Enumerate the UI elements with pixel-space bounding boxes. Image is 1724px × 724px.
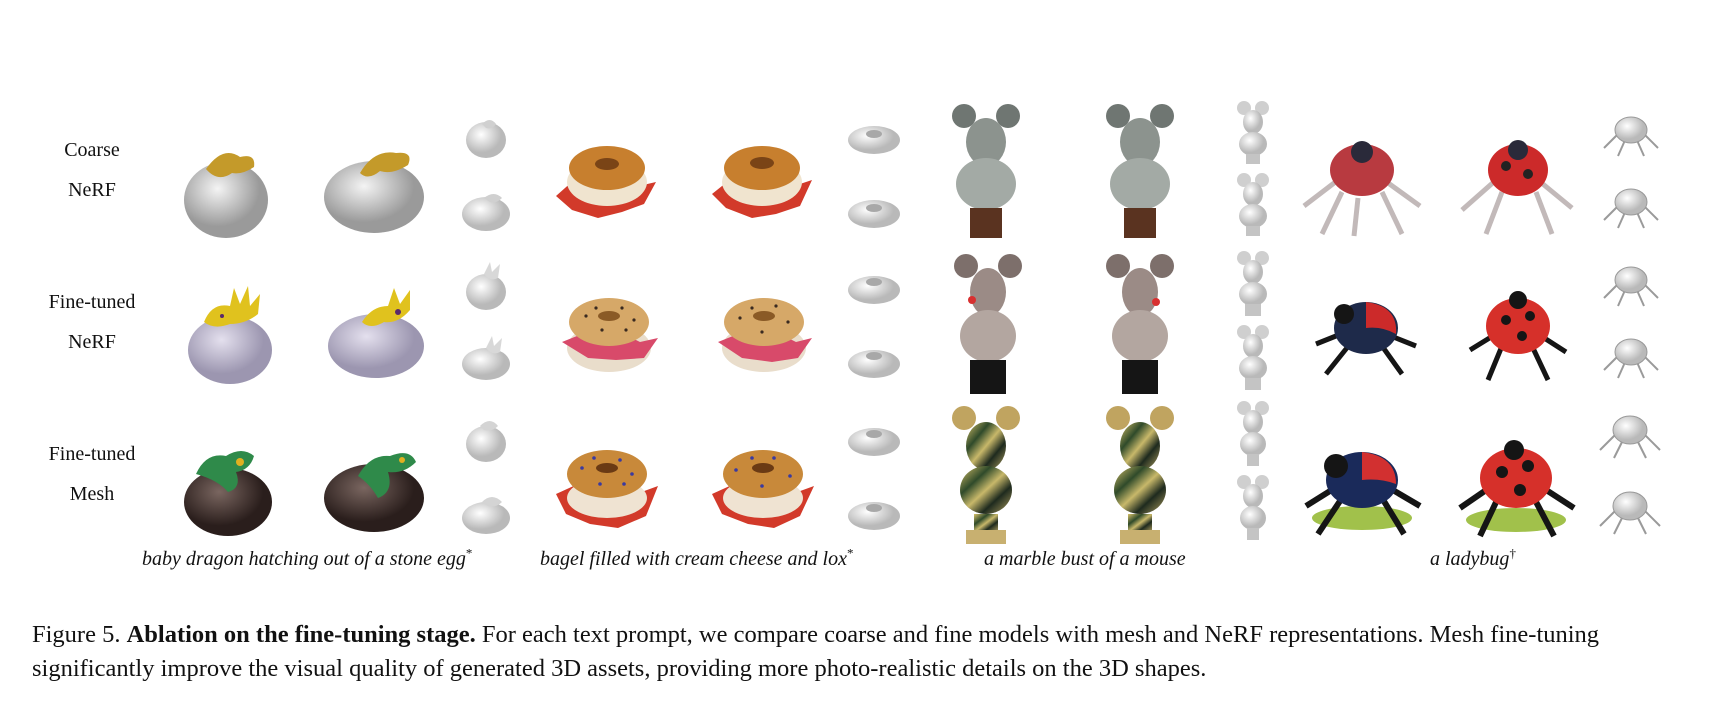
caption-title: Ablation on the fine-tuning stage. (126, 621, 476, 648)
caption-label: Figure 5. (32, 621, 121, 648)
dragon-mesh-geometry-1 (462, 412, 510, 464)
bagel-nerf-geometry-2 (846, 338, 902, 380)
bagel-nerf-view-2 (712, 282, 816, 380)
bagel-coarse-view-2 (708, 132, 816, 222)
mouse-bust-mesh-view-1 (948, 404, 1024, 548)
dragon-mesh-view-1 (180, 434, 280, 538)
dragon-mesh-geometry-2 (460, 488, 514, 536)
dragon-coarse-view-2 (322, 135, 430, 235)
bagel-mesh-geometry-2 (846, 490, 902, 532)
mouse-bust-mesh-view-2 (1102, 404, 1178, 548)
ladybug-coarse-geometry-1 (1600, 108, 1662, 158)
mouse-bust-coarse-geometry-1 (1236, 100, 1270, 166)
bagel-mesh-view-2 (708, 434, 818, 534)
mouse-bust-nerf-view-2 (1102, 252, 1178, 396)
ladybug-mesh-geometry-1 (1598, 408, 1662, 460)
ladybug-nerf-geometry-2 (1600, 330, 1662, 380)
ladybug-nerf-geometry-1 (1600, 258, 1662, 308)
bagel-mesh-view-1 (552, 434, 662, 534)
dragon-coarse-geometry-1 (462, 112, 510, 160)
ladybug-coarse-view-1 (1298, 130, 1426, 240)
dragon-coarse-geometry-2 (460, 188, 514, 232)
bagel-coarse-geometry-2 (846, 190, 902, 230)
caption-body: For each text prompt, we compare coarse … (32, 621, 1600, 682)
ladybug-mesh-geometry-2 (1598, 484, 1662, 536)
dragon-coarse-view-1 (178, 135, 278, 240)
dragon-mesh-view-2 (322, 434, 430, 534)
prompt-dragon: baby dragon hatching out of a stone egg* (142, 545, 473, 570)
mouse-bust-mesh-geometry-2 (1236, 474, 1270, 542)
ladybug-nerf-view-1 (1310, 284, 1422, 380)
ladybug-coarse-geometry-2 (1600, 180, 1662, 230)
dragon-nerf-view-2 (326, 280, 430, 380)
ladybug-mesh-view-2 (1454, 434, 1580, 540)
bagel-coarse-view-1 (552, 132, 662, 222)
ladybug-coarse-view-2 (1456, 130, 1578, 240)
mouse-bust-coarse-view-2 (1102, 102, 1178, 242)
dragon-nerf-view-1 (182, 282, 280, 386)
mouse-bust-nerf-geometry-2 (1236, 324, 1270, 392)
prompt-bagel: bagel filled with cream cheese and lox* (540, 545, 854, 570)
bagel-nerf-geometry-1 (846, 264, 902, 306)
prompt-ladybug: a ladybug† (1430, 545, 1516, 570)
bagel-coarse-geometry-1 (846, 116, 902, 156)
bagel-mesh-geometry-1 (846, 416, 902, 458)
dragon-nerf-geometry-2 (460, 334, 514, 382)
mouse-bust-coarse-geometry-2 (1236, 172, 1270, 238)
ladybug-nerf-view-2 (1462, 284, 1572, 384)
bagel-nerf-view-1 (556, 282, 662, 380)
prompt-mouse-bust: a marble bust of a mouse (984, 548, 1186, 570)
figure-caption: Figure 5. Ablation on the fine-tuning st… (32, 618, 1704, 686)
dragon-nerf-geometry-1 (462, 260, 510, 312)
mouse-bust-nerf-geometry-1 (1236, 250, 1270, 318)
mouse-bust-nerf-view-1 (950, 252, 1026, 396)
ladybug-mesh-view-1 (1298, 434, 1426, 540)
mouse-bust-mesh-geometry-1 (1236, 400, 1270, 468)
mouse-bust-coarse-view-1 (948, 102, 1024, 242)
